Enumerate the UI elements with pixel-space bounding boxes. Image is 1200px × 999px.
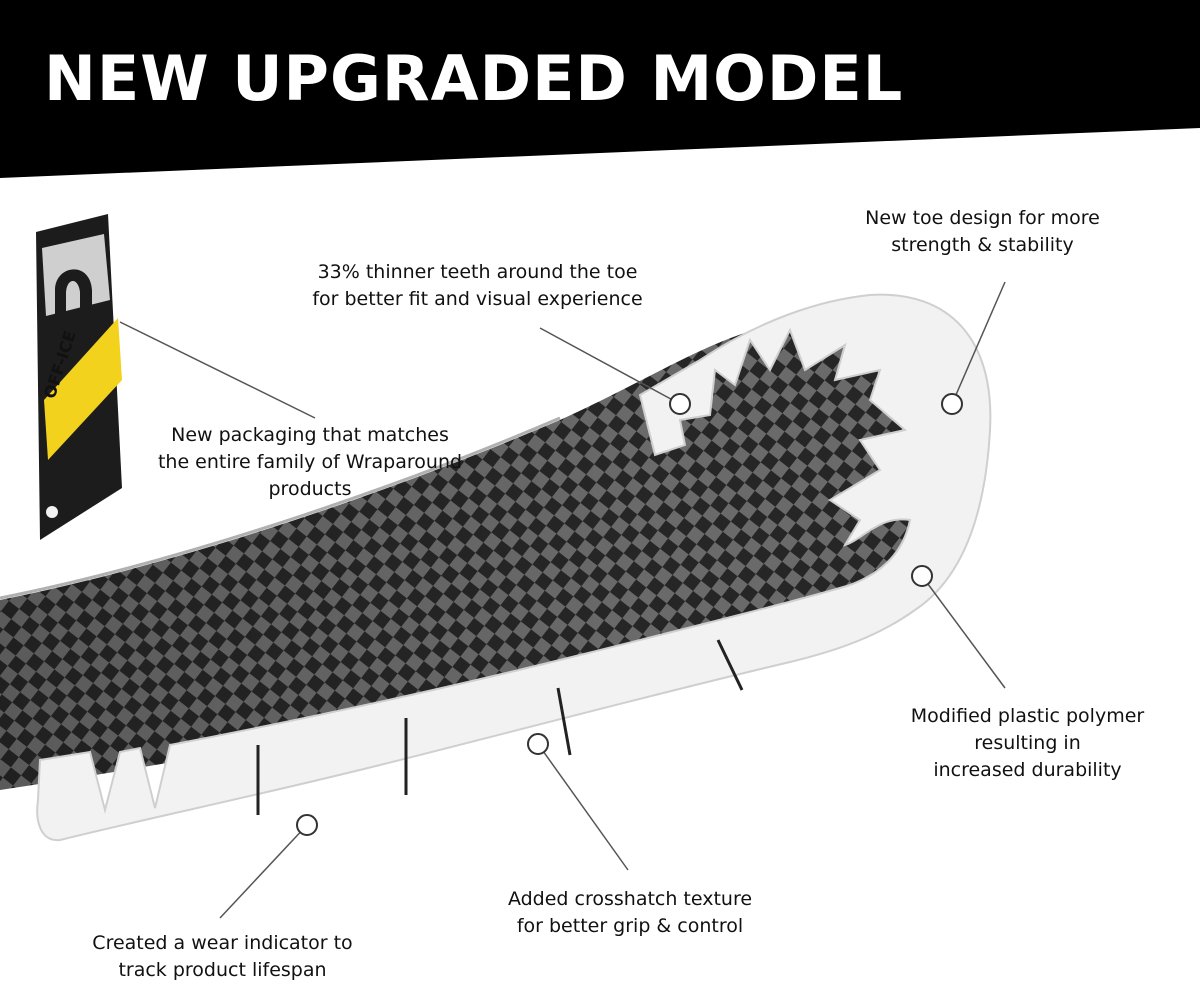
callout-wear-indicator: Created a wear indicator to track produc… (65, 930, 380, 984)
callout-crosshatch-line-1: Added crosshatch texture (507, 888, 753, 910)
callout-packaging: New packaging that matches the entire fa… (140, 422, 480, 503)
callout-packaging-line-2: the entire family of Wraparound (157, 451, 463, 473)
header-banner: NEW UPGRADED MODEL (0, 0, 1200, 180)
wear-indicator-marker (296, 814, 318, 836)
callout-thinner-teeth-line-2: for better fit and visual experience (312, 288, 643, 310)
callout-polymer-line-2: resulting in (974, 732, 1081, 754)
callout-polymer-line-3: increased durability (933, 759, 1122, 781)
callout-crosshatch-line-2: for better grip & control (516, 915, 744, 937)
callout-wear-indicator-line-2: track product lifespan (118, 959, 327, 981)
callout-polymer: Modified plastic polymer resulting in in… (885, 703, 1170, 784)
callout-thinner-teeth: 33% thinner teeth around the toe for bet… (290, 259, 665, 313)
polymer-marker (911, 565, 933, 587)
guard-slits (256, 639, 744, 815)
banner-title: NEW UPGRADED MODEL (44, 42, 904, 115)
callout-polymer-line-1: Modified plastic polymer (910, 705, 1145, 727)
toe-design-marker (941, 393, 963, 415)
leader-lines (119, 281, 1006, 919)
callout-packaging-line-3: products (268, 478, 352, 500)
package-yellow-band (44, 318, 122, 460)
blade-edge-highlight (0, 416, 561, 600)
callout-packaging-line-1: New packaging that matches (171, 424, 449, 446)
crosshatch-marker (527, 733, 549, 755)
callout-toe-design-line-2: strength & stability (891, 234, 1074, 256)
callout-wear-indicator-line-1: Created a wear indicator to (92, 932, 353, 954)
banner-shape (0, 0, 1200, 178)
callout-crosshatch: Added crosshatch texture for better grip… (475, 886, 785, 940)
product-package (36, 214, 122, 540)
callout-toe-design-line-1: New toe design for more (865, 207, 1100, 229)
callout-thinner-teeth-line-1: 33% thinner teeth around the toe (317, 261, 638, 283)
thinner-teeth-marker (669, 393, 691, 415)
callout-toe-design: New toe design for more strength & stabi… (850, 205, 1115, 259)
wraparound-guard (36, 293, 992, 842)
